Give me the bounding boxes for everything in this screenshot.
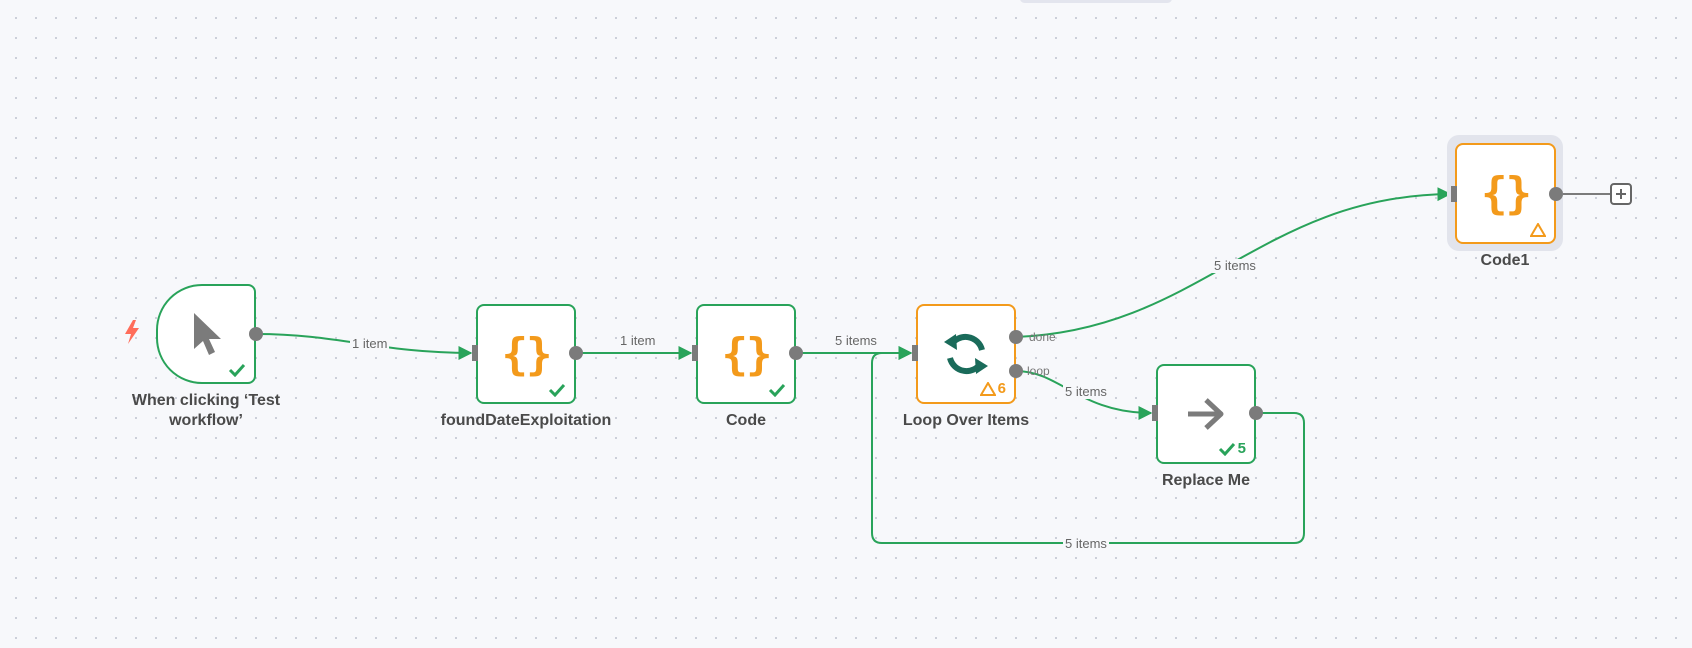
edge-label-done-to-code1: 5 items: [1212, 258, 1258, 273]
output-port-found[interactable]: [569, 346, 583, 360]
code-braces-icon: {}: [1481, 168, 1532, 219]
warning-count-badge: 6: [979, 380, 1006, 397]
edge-label-trigger-to-found: 1 item: [350, 336, 390, 351]
edge-label-replace-back-to-loop: 5 items: [1063, 536, 1109, 551]
code-braces-icon: {}: [721, 328, 773, 380]
loop-icon: [918, 306, 1014, 402]
cursor-icon: [158, 286, 254, 382]
node-loop-over-items[interactable]: 6: [916, 304, 1016, 404]
node-label-replace: Replace Me: [1161, 472, 1251, 489]
replace-success-count: 5: [1237, 440, 1246, 457]
success-check-icon: [1218, 442, 1235, 456]
loop-warning-count: 6: [997, 380, 1006, 397]
trigger-bolt-icon: [124, 320, 140, 349]
code-braces-icon: {}: [501, 328, 553, 380]
node-replace-me[interactable]: 5: [1156, 364, 1256, 464]
edge-label-loop-to-replace: 5 items: [1063, 384, 1109, 399]
node-label-code1: Code1: [1480, 252, 1530, 269]
success-check-icon: [768, 383, 786, 397]
edge-label-found-to-code: 1 item: [618, 333, 658, 348]
plus-icon: [1616, 189, 1626, 199]
port-label-loop: loop: [1027, 364, 1050, 378]
output-port-trigger[interactable]: [249, 327, 263, 341]
edge-label-code-to-loop: 5 items: [833, 333, 879, 348]
port-label-done: done: [1029, 330, 1056, 344]
node-label-found-date: foundDateExploitation: [440, 412, 612, 429]
input-port-loop[interactable]: [912, 345, 918, 361]
top-tab-indicator: [1020, 0, 1172, 3]
output-port-done[interactable]: [1009, 330, 1023, 344]
success-count-badge: 5: [1218, 440, 1246, 457]
warning-triangle-icon: [1530, 223, 1546, 237]
node-found-date-exploitation[interactable]: {}: [476, 304, 576, 404]
output-port-replace[interactable]: [1249, 406, 1263, 420]
output-port-code[interactable]: [789, 346, 803, 360]
add-node-button[interactable]: [1610, 183, 1632, 205]
input-port-code[interactable]: [692, 345, 698, 361]
warning-triangle-icon: [979, 381, 996, 396]
node-label-code: Code: [726, 412, 766, 429]
arrow-right-icon: [1158, 366, 1254, 462]
input-port-found[interactable]: [472, 345, 478, 361]
success-check-icon: [548, 383, 566, 397]
success-check-icon: [228, 363, 246, 377]
node-label-loop: Loop Over Items: [902, 412, 1030, 429]
input-port-code1[interactable]: [1451, 186, 1457, 202]
output-port-loop[interactable]: [1009, 364, 1023, 378]
input-port-replace[interactable]: [1152, 405, 1158, 421]
node-label-trigger: When clicking ‘Test workflow’: [131, 392, 281, 429]
output-port-code1[interactable]: [1549, 187, 1563, 201]
